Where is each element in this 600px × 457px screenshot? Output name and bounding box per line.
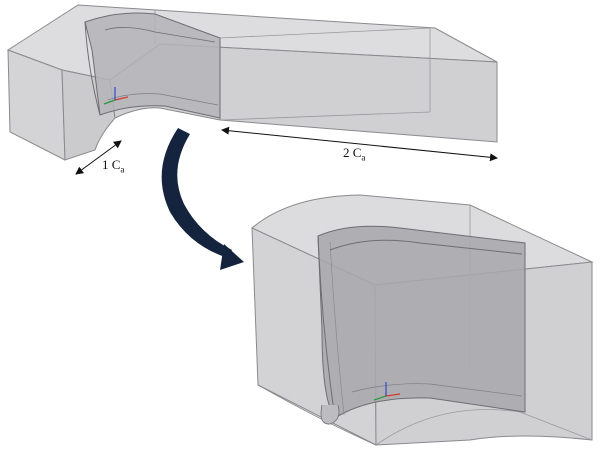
right-dimension-label: 2 Ca: [343, 145, 365, 163]
zoomed-passage-model: [251, 194, 594, 446]
right-dimension-sub: a: [361, 152, 366, 163]
left-dimension-coef: 1 C: [102, 157, 121, 172]
dimension-arrow-icon: [221, 126, 498, 162]
coordinate-axes-icon: [103, 87, 129, 105]
blade-surface-top: [84, 12, 221, 119]
transition-arrow-icon: [161, 128, 244, 270]
full-domain-model: [6, 4, 498, 161]
left-dimension-sub: a: [120, 164, 125, 175]
left-dimension-label: 1 Ca: [102, 157, 124, 175]
right-dimension-coef: 2 C: [343, 145, 362, 160]
blade-surface-zoomed: [317, 225, 526, 419]
coordinate-axes-icon: [373, 382, 401, 401]
dimension-arrow-icon: [75, 140, 122, 175]
